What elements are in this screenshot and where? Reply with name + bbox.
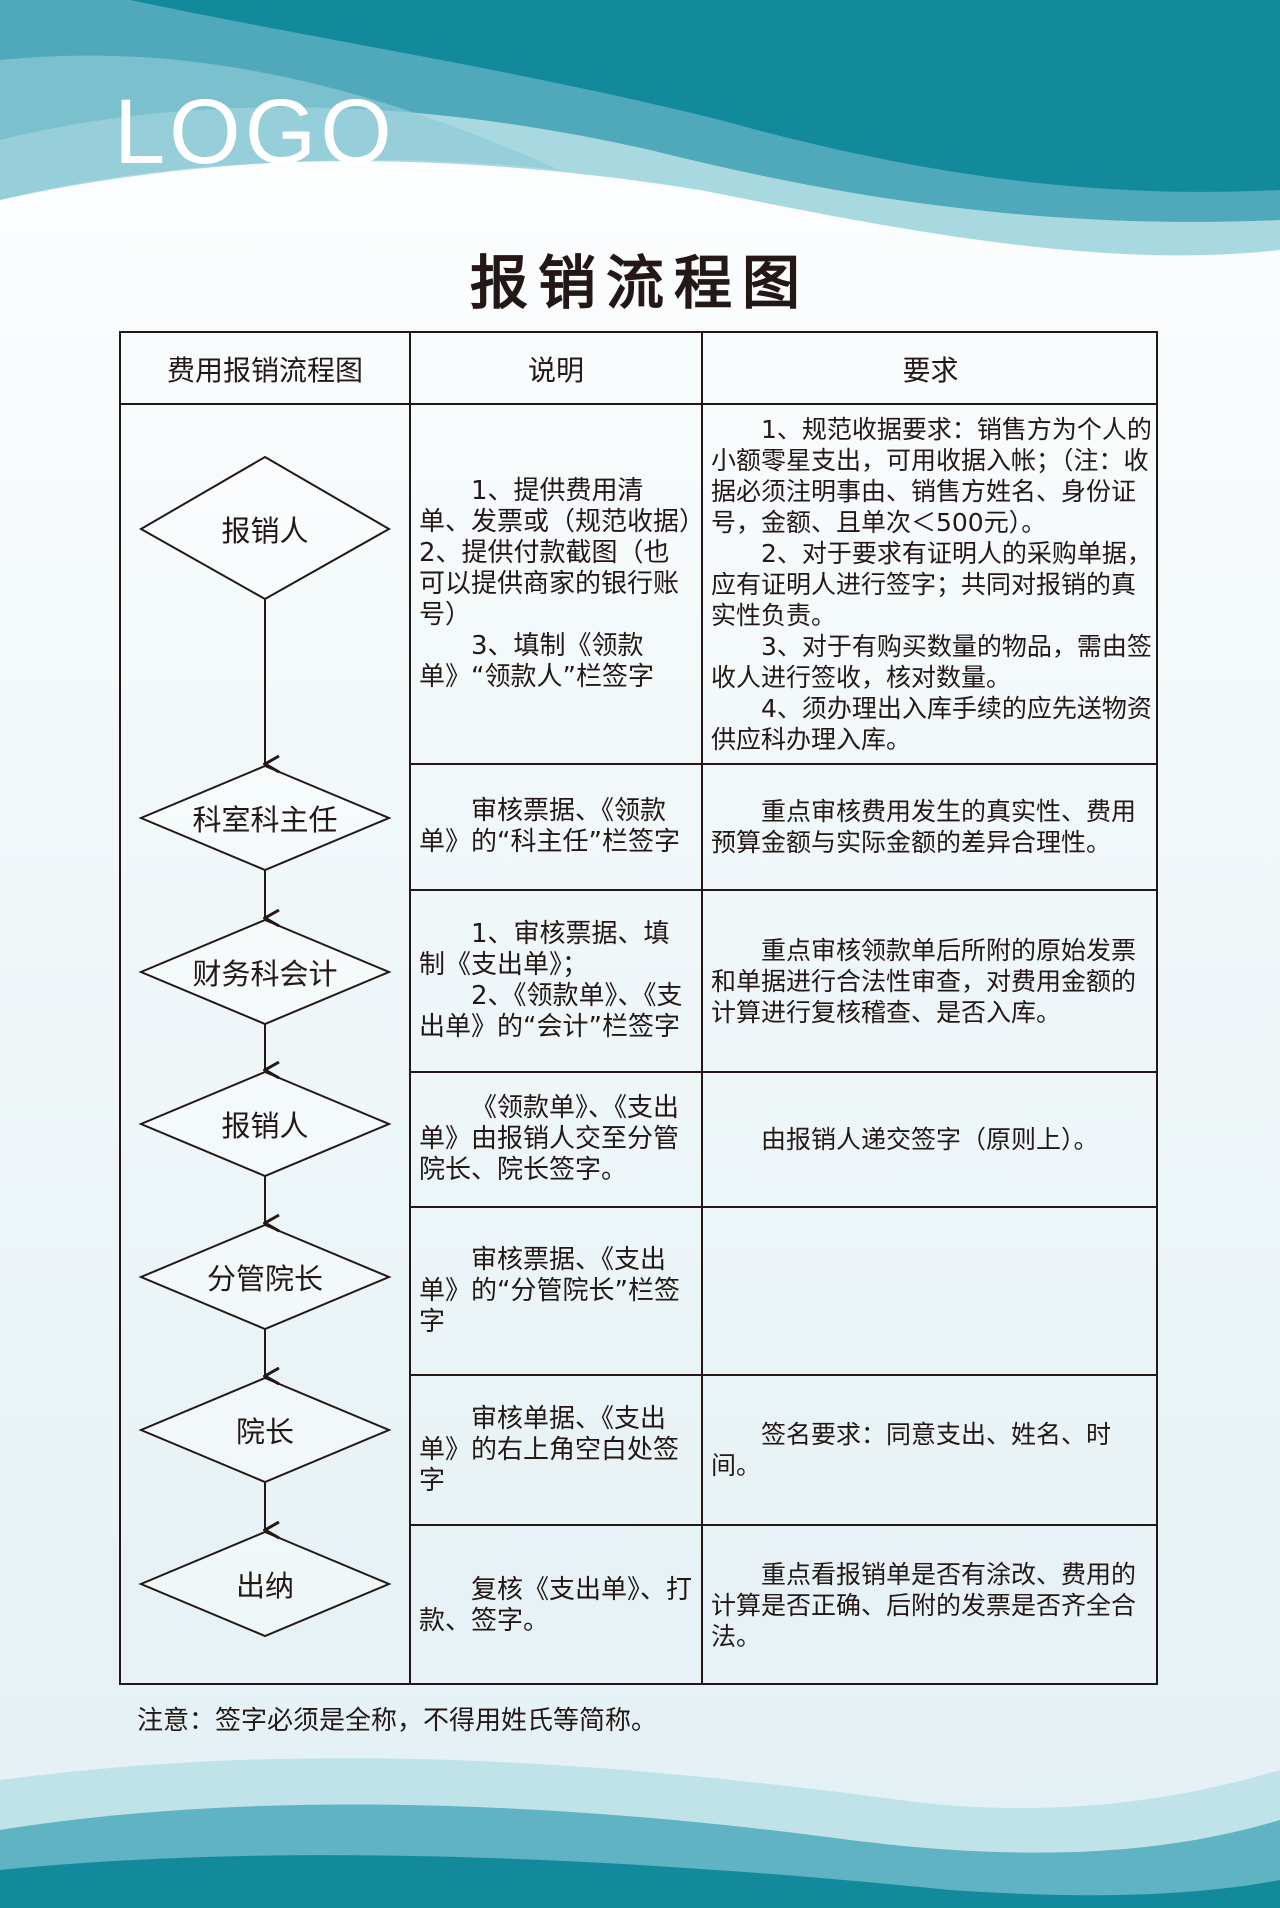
- flowchart: [138, 455, 392, 1638]
- requirement-text: 由报销人递交签字（原则上）。: [761, 1125, 1099, 1154]
- description-text: 1、审核票据、填制《支出单》；: [419, 919, 670, 980]
- description-cell: 审核票据、《支出单》的“分管院长”栏签字: [411, 1208, 701, 1374]
- description-text: 复核《支出单》、打款、签字。: [419, 1574, 693, 1636]
- step-label: 科室科主任: [192, 803, 338, 837]
- requirement-cell: 重点审核领款单后所附的原始发票和单据进行合法性审查，对费用金额的计算进行复核稽查…: [703, 891, 1158, 1071]
- page-title: 报销流程图: [469, 249, 810, 317]
- column-header-description: 说明: [527, 354, 584, 387]
- requirement-text: 重点看报销单是否有涂改、费用的计算是否正确、后附的发票是否齐全合法。: [711, 1560, 1137, 1651]
- requirement-cell: [703, 1208, 1158, 1374]
- divider: [701, 333, 703, 1683]
- divider: [121, 403, 1156, 405]
- requirement-text: 重点审核费用发生的真实性、费用预算金额与实际金额的差异合理性。: [711, 797, 1137, 857]
- requirement-cell: 重点看报销单是否有涂改、费用的计算是否正确、后附的发票是否齐全合法。: [703, 1526, 1158, 1685]
- description-text: 审核票据、《领款单》的“科主任”栏签字: [419, 796, 680, 857]
- requirement-cell: 1、规范收据要求：销售方为个人的小额零星支出，可用收据入帐；（注：收据必须注明事…: [703, 405, 1158, 763]
- description-text: 审核单据、《支出单》的右上角空白处签字: [419, 1403, 680, 1496]
- description-text: 《领款单》、《支出单》由报销人交至分管院长、院长签字。: [419, 1093, 680, 1185]
- description-text: 3、填制《领款单》“领款人”栏签字: [419, 630, 654, 692]
- step-label: 报销人: [221, 1109, 309, 1143]
- diamond-step: [138, 1530, 392, 1638]
- description-cell: 1、审核票据、填制《支出单》； 2、《领款单》、《支出单》的“会计”栏签字: [411, 891, 701, 1071]
- requirement-cell: 签名要求：同意支出、姓名、时间。: [703, 1376, 1158, 1524]
- description-cell: 审核票据、《领款单》的“科主任”栏签字: [411, 765, 701, 889]
- logo: LOGO: [114, 81, 396, 183]
- divider: [409, 1374, 1156, 1376]
- description-cell: 审核单据、《支出单》的右上角空白处签字: [411, 1376, 701, 1524]
- step-label: 报销人: [221, 514, 309, 548]
- description-text: 审核票据、《支出单》的“分管院长”栏签字: [419, 1244, 680, 1337]
- description-text: 1、提供费用清单、发票或（规范收据）: [419, 475, 706, 537]
- description-text: 2、《领款单》、《支出单》的“会计”栏签字: [419, 981, 683, 1042]
- requirement-text: 重点审核领款单后所附的原始发票和单据进行合法性审查，对费用金额的计算进行复核稽查…: [711, 935, 1137, 1027]
- step-label: 院长: [235, 1415, 294, 1449]
- reimbursement-table: 费用报销流程图 说明 要求 1、提供费用清单、发票或（规范收据） 2、提供付款截…: [119, 331, 1158, 1685]
- divider: [409, 763, 1156, 765]
- description-cell: 《领款单》、《支出单》由报销人交至分管院长、院长签字。: [411, 1073, 701, 1206]
- description-cell: 1、提供费用清单、发票或（规范收据） 2、提供付款截图（也可以提供商家的银行账号…: [411, 405, 706, 763]
- note: 注意：签字必须是全称，不得用姓氏等简称。: [137, 1706, 658, 1736]
- divider: [409, 1206, 1156, 1208]
- divider: [409, 1071, 1156, 1073]
- divider: [409, 333, 411, 1683]
- step-label: 分管院长: [206, 1262, 323, 1296]
- step-label: 出纳: [235, 1569, 294, 1603]
- requirement-cell: 重点审核费用发生的真实性、费用预算金额与实际金额的差异合理性。: [703, 765, 1158, 889]
- divider: [409, 1524, 1156, 1526]
- column-header-flow: 费用报销流程图: [166, 354, 363, 387]
- requirement-text: 签名要求：同意支出、姓名、时间。: [711, 1420, 1112, 1480]
- requirement-text: 2、对于要求有证明人的采购单据，应有证明人进行签字；共同对报销的真实性负责。: [711, 538, 1152, 630]
- requirement-cell: 由报销人递交签字（原则上）。: [703, 1073, 1158, 1206]
- description-text: 2、提供付款截图（也可以提供商家的银行账号）: [419, 537, 680, 630]
- requirement-text: 3、对于有购买数量的物品，需由签收人进行签收，核对数量。: [711, 631, 1152, 692]
- divider: [409, 889, 1156, 891]
- step-label: 财务科会计: [192, 957, 338, 991]
- column-header-requirements: 要求: [902, 354, 959, 387]
- requirement-text: 1、规范收据要求：销售方为个人的小额零星支出，可用收据入帐；（注：收据必须注明事…: [711, 414, 1152, 537]
- requirement-text: 4、须办理出入库手续的应先送物资供应科办理入库。: [711, 693, 1152, 754]
- description-cell: 复核《支出单》、打款、签字。: [411, 1526, 701, 1685]
